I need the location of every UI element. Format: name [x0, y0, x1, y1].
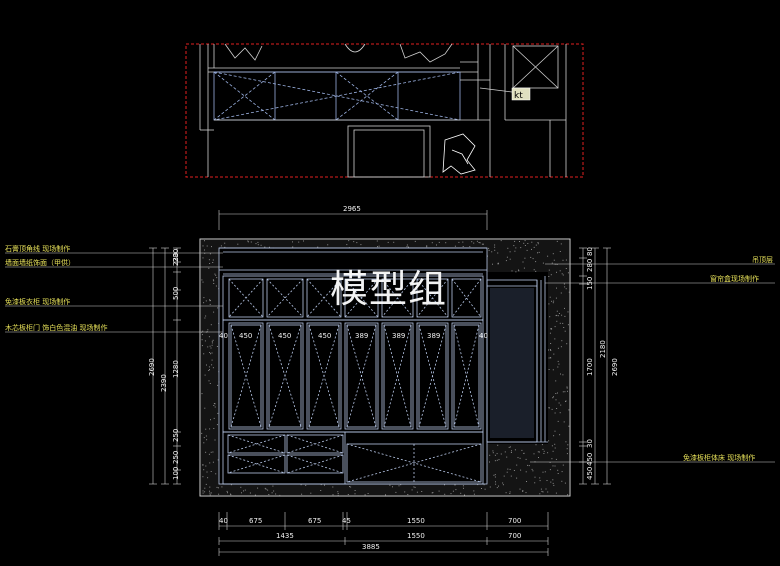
bottom-total: 3885	[362, 543, 380, 551]
top-dimension: 2965	[343, 205, 361, 213]
dimension-ticks	[149, 247, 611, 556]
bottom-row1-3: 45	[342, 517, 351, 525]
left-dim-inner-4: 250	[172, 429, 180, 442]
bottom-row2-0: 1435	[276, 532, 294, 540]
panel-width-7: 40	[479, 332, 488, 340]
wall-hatch	[201, 240, 569, 495]
bottom-row1-1: 675	[249, 517, 262, 525]
leader-lines	[5, 252, 775, 463]
left-dim-inner-1: 230	[172, 253, 180, 266]
left-label-4: 木芯板柜门 饰白色混油 现场制作	[5, 323, 107, 332]
panel-width-1: 450	[239, 332, 252, 340]
left-dim-inner-6: 100	[172, 467, 180, 480]
panel-width-0: 40	[219, 332, 228, 340]
plan-tag-box	[511, 87, 531, 101]
panel-width-5: 389	[392, 332, 405, 340]
bottom-row1-4: 1550	[407, 517, 425, 525]
plan-border	[185, 43, 584, 178]
right-label-1: 吊顶层	[752, 256, 773, 264]
panel-width-4: 389	[355, 332, 368, 340]
left-label-3: 免漆板衣柜 现场制作	[5, 297, 70, 306]
right-dim-inner-6: 450	[586, 467, 594, 480]
right-dim-inner-5: 450	[586, 453, 594, 466]
right-dim-inner-3: 1700	[586, 358, 594, 376]
panel-width-2: 450	[278, 332, 291, 340]
bottom-row1-2: 675	[308, 517, 321, 525]
left-dim-mid: 2390	[160, 374, 168, 392]
right-dim-inner-1: 280	[586, 259, 594, 272]
left-dim-inner-2: 500	[172, 287, 180, 300]
left-dim-inner-3: 1280	[172, 360, 180, 378]
dimensions	[152, 210, 608, 553]
panel-widths: 40 450 450 450 389 389 389 40	[219, 332, 488, 340]
bottom-row2-2: 700	[508, 532, 521, 540]
left-label-2: 墙面墙纸饰面（甲供）	[5, 258, 75, 267]
left-dim-inner-0: 230	[172, 249, 180, 262]
right-dim-inner-4: 30	[586, 439, 594, 448]
panel-width-6: 389	[427, 332, 440, 340]
plan-tag: kt	[514, 91, 523, 101]
panel-width-3: 450	[318, 332, 331, 340]
left-label-1: 石膏顶角线 现场制作	[5, 244, 70, 253]
plan-view: kt	[185, 43, 584, 178]
bottom-row1-0: 40	[219, 517, 228, 525]
elevation-view	[199, 238, 571, 497]
cabinet-doors	[227, 278, 482, 484]
right-label-3: 免漆板柜体床 现场制作	[683, 453, 755, 462]
left-dim-inner-5: 250	[172, 451, 180, 464]
right-label-2: 窗帘盒现场制作	[710, 274, 759, 283]
right-dim-mid: 2180	[599, 340, 607, 358]
stipple-dots	[201, 240, 570, 496]
right-dim-inner-2: 150	[586, 277, 594, 290]
right-dim-outer: 2690	[611, 358, 619, 376]
watermark: 模型组	[330, 267, 448, 311]
bottom-dimension-values: 40 675 675 45 1550 700 1435 1550 700 3885	[219, 517, 521, 551]
right-dim-inner-0: 80	[586, 247, 594, 256]
left-dim-outer: 2690	[148, 358, 156, 376]
bottom-row1-5: 700	[508, 517, 521, 525]
bottom-row2-1: 1550	[407, 532, 425, 540]
